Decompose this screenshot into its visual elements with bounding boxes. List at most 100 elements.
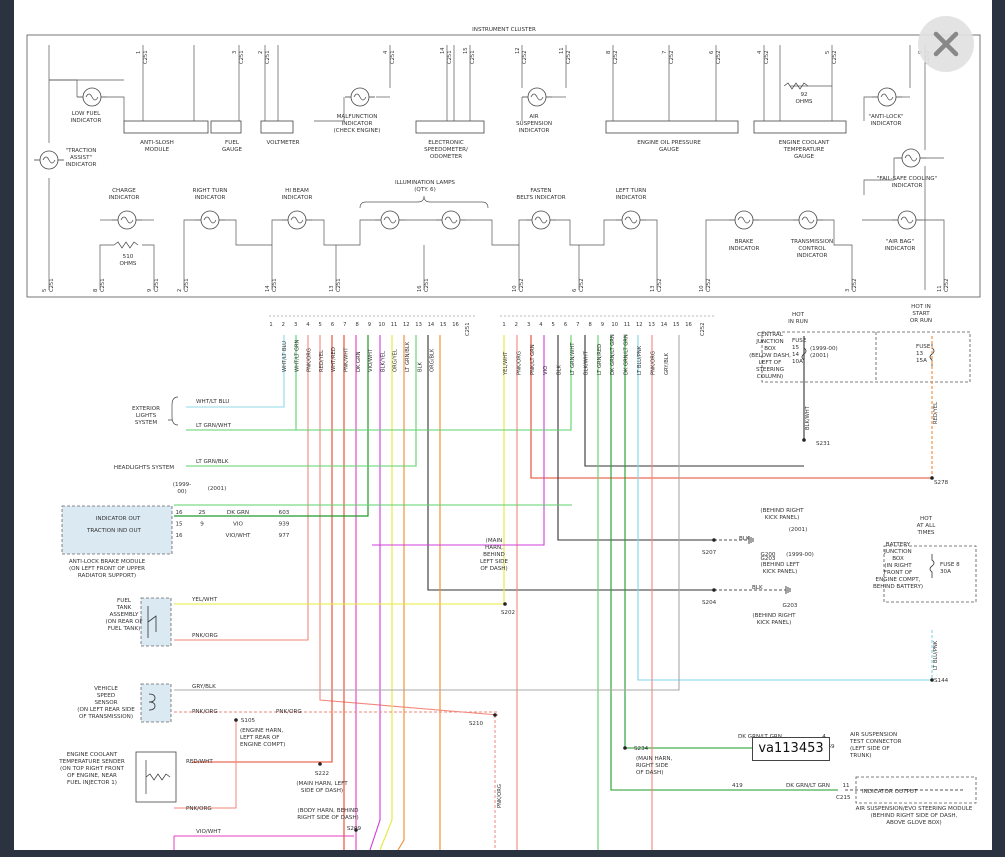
label-wht-lt-blu: WHT/LT BLU — [196, 399, 229, 405]
splice-s209: S209 — [347, 826, 362, 832]
malfunction-indicator-lamp — [345, 87, 375, 107]
anti-slosh-module-box — [123, 120, 209, 134]
left-connector-wire-label: WHT/LT BLU — [282, 341, 288, 372]
cluster-connector-id: C252 — [613, 50, 619, 64]
wire-dk-grn-lt-grn-1 — [610, 335, 838, 791]
cluster-pin-number: 15 — [463, 47, 469, 54]
right-connector-pin: 16 — [685, 322, 692, 328]
cluster-internal-wire — [99, 244, 114, 290]
right-connector-wire-label: PNK/LT GRN — [530, 344, 536, 375]
resistor-510-ohm — [113, 241, 139, 249]
wire-red-yel — [319, 335, 499, 716]
splice-s207: S207 — [702, 550, 717, 556]
cluster-pin-number: 4 — [757, 50, 763, 54]
abs-module-box — [61, 505, 173, 555]
abs-row-pin-a: 15 — [175, 522, 183, 528]
splice-dot — [354, 828, 358, 832]
cluster-connector-id: C251 — [336, 278, 342, 292]
cluster-connector-id: C251 — [265, 50, 271, 64]
traction-assist-lamp — [34, 150, 64, 170]
cluster-internal-wire — [312, 219, 375, 246]
abs-module-label: ANTI-LOCK BRAKE MODULE(ON LEFT FRONT OF … — [69, 559, 146, 579]
wire-red-wht — [192, 335, 333, 763]
wire-vio-wht — [369, 335, 381, 850]
fuel-gauge-box — [210, 120, 242, 134]
ect-resistor-symbol — [145, 760, 171, 794]
fail-safe-cooling-lamp — [896, 148, 926, 168]
cluster-pin-number: 4 — [383, 50, 389, 54]
cluster-connector-id: C252 — [832, 50, 838, 64]
left-connector-pin: 12 — [403, 322, 410, 328]
coolant-temp-gauge-box — [753, 120, 847, 134]
abs-row-pin-a: 16 — [175, 510, 183, 516]
right-connector-id: C252 — [700, 322, 706, 336]
label-yel-wht: YEL/WHT — [191, 597, 218, 603]
cluster-pin-number: 12 — [515, 47, 521, 54]
headlights-label: HEADLIGHTS SYSTEM — [114, 465, 174, 471]
cluster-connector-id: C252 — [716, 50, 722, 64]
anti-lock-label: "ANTI-LOCK"INDICATOR — [868, 114, 904, 127]
wire-lt-blu-pnk — [637, 335, 932, 681]
abs-row-circuit: 939 — [279, 522, 290, 528]
cluster-connector-id: C251 — [49, 278, 55, 292]
splice-dot — [234, 718, 238, 722]
ground-g203b: G203 — [782, 603, 797, 609]
cluster-pin-number: 3 — [845, 289, 851, 292]
cluster-internal-wire — [107, 96, 125, 121]
cluster-connector-id: C251 — [390, 50, 396, 64]
close-button[interactable] — [918, 16, 974, 72]
cluster-pin-number: 6 — [572, 289, 578, 292]
cluster-internal-wire — [314, 97, 345, 122]
ground-symbol — [785, 586, 791, 594]
cluster-pin-number: 10 — [512, 285, 518, 292]
charge-indicator-lamp — [112, 210, 142, 230]
right-connector-pin: 2 — [515, 322, 518, 328]
cluster-pin-number: 7 — [662, 51, 668, 54]
right-connector-wire-label: BLK — [557, 365, 563, 375]
wire-pnk-lt-grn — [530, 335, 932, 479]
central-junction-box-outline — [761, 331, 971, 383]
left-connector-pin: 13 — [415, 322, 422, 328]
cluster-connector-id: C252 — [852, 278, 858, 292]
abs-indicator-out: INDICATOR OUT — [96, 516, 141, 522]
cluster-pin-number: 5 — [42, 289, 48, 292]
right-connector-wire-label: PNK/ORG — [516, 351, 522, 375]
label-blk-g203: BLK — [752, 585, 763, 591]
right-connector-wire-label: DK GRN/LT GRN — [624, 334, 630, 375]
splice-dot — [493, 713, 497, 717]
cluster-connector-id: C251 — [272, 278, 278, 292]
left-connector-pin: 10 — [378, 322, 385, 328]
abs-row-circuit: 977 — [279, 533, 290, 539]
left-connector-pin: 14 — [428, 322, 435, 328]
left-connector-pin: 1 — [269, 322, 272, 328]
cluster-connector-id: C252 — [764, 50, 770, 64]
splice-dot — [712, 588, 716, 592]
right-connector-pin: 9 — [601, 322, 604, 328]
splice-s144: S144 — [934, 678, 949, 684]
cluster-pin-number: 1 — [136, 51, 142, 54]
label-lt-grn-wht: LT GRN/WHT — [196, 423, 232, 429]
left-connector-pin: 8 — [355, 322, 358, 328]
wire-runs — [173, 335, 964, 850]
wire-lt-grn-wht — [186, 335, 572, 431]
fasten-belts-indicator-lamp — [526, 210, 556, 230]
air-susp-output-label: INDICATOR OUTPUT — [862, 789, 918, 795]
air-bag-label: "AIR BAG"INDICATOR — [885, 239, 916, 252]
left-connector-wire-label: BLK — [417, 362, 423, 372]
cluster-connector-id: C251 — [470, 50, 476, 64]
cluster-pin-number: 6 — [709, 51, 715, 54]
cluster-connector-id: C252 — [579, 278, 585, 292]
splice-dot — [623, 746, 627, 750]
